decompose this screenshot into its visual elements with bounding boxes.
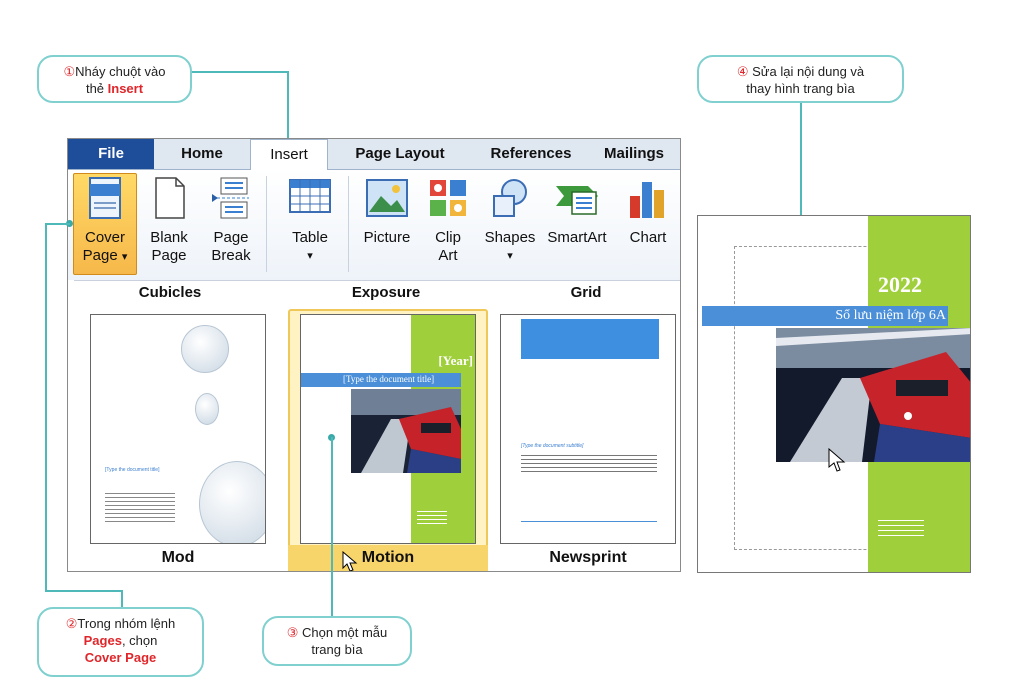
picture-button[interactable]: Picture [356, 176, 418, 247]
motion-year: [Year] [438, 353, 473, 368]
page-break-button[interactable]: Page Break [204, 176, 258, 265]
connector-line [331, 437, 333, 617]
cover-page-button[interactable]: Cover Page ▾ [74, 176, 136, 266]
divider [521, 521, 657, 522]
placeholder-lines [417, 511, 447, 525]
mouse-cursor-icon [342, 551, 358, 571]
tab-insert[interactable]: Insert [250, 139, 328, 171]
train-photo[interactable] [776, 328, 971, 462]
placeholder-lines [105, 493, 175, 523]
page-break-icon [212, 177, 249, 219]
template-label-newsprint: Newsprint [549, 549, 627, 566]
group-divider [266, 176, 267, 272]
callout-choose-template: ③ Chọn một mẫu trang bìa [262, 616, 412, 666]
decor-circle [181, 325, 229, 373]
mouse-cursor-icon [828, 448, 846, 472]
smartart-icon [556, 186, 598, 215]
train-photo [351, 389, 461, 473]
connector-line [45, 223, 47, 591]
template-label-mod: Mod [161, 549, 195, 566]
cover-title-bar [702, 306, 948, 326]
connector-line [800, 103, 802, 295]
shapes-button[interactable]: Shapes ▾ [480, 176, 540, 265]
chart-icon [630, 182, 664, 218]
cover-title[interactable]: Sổ lưu niệm lớp 6A [835, 308, 946, 323]
shapes-icon [493, 179, 527, 217]
clip-art-icon [430, 180, 466, 216]
placeholder-lines [521, 455, 657, 475]
edited-cover-page: 2022 Sổ lưu niệm lớp 6A [697, 215, 971, 573]
table-icon [289, 179, 331, 213]
template-label-motion: Motion [361, 549, 415, 566]
step-number: ① [63, 64, 76, 79]
clip-art-button[interactable]: Clip Art [422, 176, 474, 265]
placeholder-lines [878, 520, 924, 538]
tab-mailings[interactable]: Mailings [604, 145, 665, 162]
chart-button[interactable]: Chart [620, 176, 676, 247]
template-mod[interactable]: [Type the document title] [90, 314, 266, 544]
motion-title-bar [301, 373, 461, 387]
group-divider [348, 176, 349, 272]
connector-line [192, 71, 288, 73]
callout-insert-tab: ①Nháy chuột vào thẻ Insert [37, 55, 192, 103]
template-motion[interactable]: [Year] [Type the document title] [300, 314, 476, 544]
cover-page-gallery: Cubicles Exposure Grid [Type the documen… [74, 280, 680, 571]
tab-page-layout[interactable]: Page Layout [355, 145, 445, 162]
smartart-button[interactable]: SmartArt [542, 176, 612, 247]
word-window: File Home Insert Page Layout References … [67, 138, 681, 572]
blue-block [521, 319, 659, 359]
blank-page-button[interactable]: Blank Page [142, 176, 196, 265]
table-button[interactable]: Table ▾ [278, 176, 342, 265]
connector-line [45, 223, 70, 225]
news-subtitle: [Type the document subtitle] [521, 443, 584, 449]
connector-line [45, 590, 123, 592]
gallery-header: Grid [570, 284, 602, 301]
selected-template-label-bar [288, 545, 488, 571]
tab-home[interactable]: Home [181, 145, 223, 162]
callout-cover-page: ②Trong nhóm lệnh Pages, chọn Cover Page [37, 607, 204, 677]
picture-icon [366, 179, 408, 217]
cover-year[interactable]: 2022 [878, 272, 922, 297]
blank-page-icon [155, 177, 185, 219]
template-newsprint[interactable]: [Type the document subtitle] [500, 314, 676, 544]
cover-page-icon [89, 177, 121, 219]
gallery-header: Cubicles [138, 284, 202, 301]
ribbon-tabs: File Home Insert Page Layout References … [68, 139, 680, 171]
ribbon-insert: Cover Page ▾ Blank Page Page [68, 170, 680, 280]
connector-line [121, 590, 123, 608]
tab-file[interactable]: File [68, 139, 154, 169]
motion-title: [Type the document title] [343, 374, 435, 384]
tab-references[interactable]: References [490, 145, 572, 162]
decor-circle [199, 461, 265, 543]
callout-edit-content: ④ Sửa lại nội dung và thay hình trang bì… [697, 55, 904, 103]
decor-circle [195, 393, 219, 425]
gallery-header: Exposure [351, 284, 421, 301]
connector-line [287, 71, 289, 143]
mod-title: [Type the document title] [105, 467, 160, 473]
